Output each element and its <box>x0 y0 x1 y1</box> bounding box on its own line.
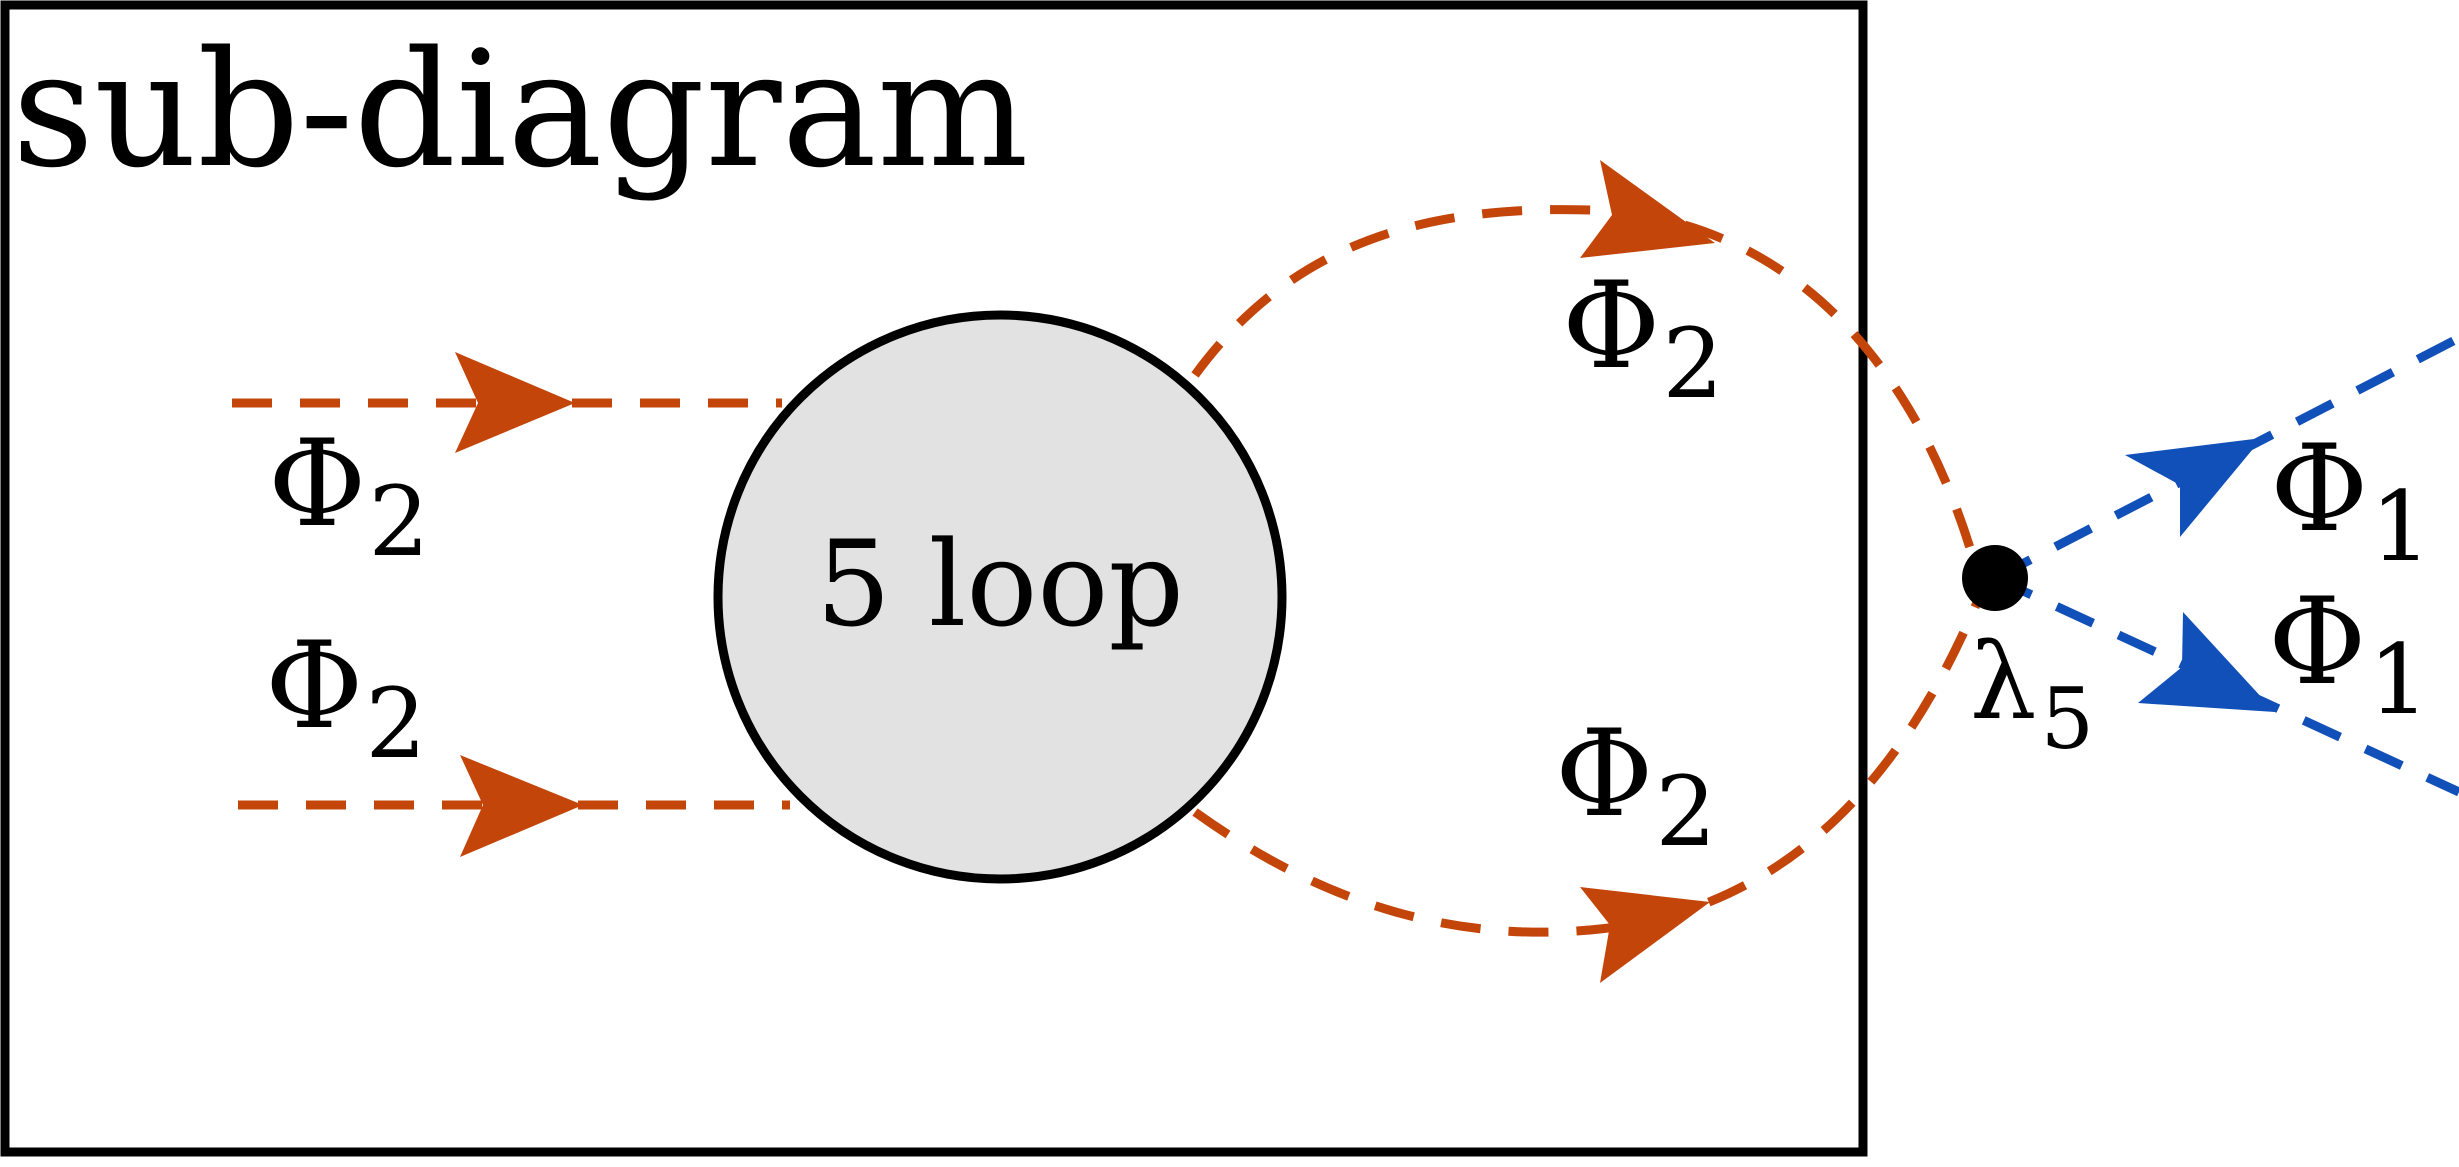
sub-diagram-title: sub-diagram <box>12 16 1029 203</box>
phi2-label-incoming-top: Φ2 <box>268 415 429 578</box>
outgoing-phi1-arrow-lower <box>2138 612 2275 712</box>
incoming-phi2-arrow-top <box>455 352 575 453</box>
phi2-label-loop-upper: Φ2 <box>1562 257 1723 420</box>
loop-phi2-arrow-lower <box>1580 887 1710 983</box>
loop-phi2-arrow-upper <box>1580 160 1715 258</box>
incoming-phi2-arrow-bottom <box>460 755 583 857</box>
outgoing-phi1-arrow-upper <box>2125 438 2262 537</box>
loop-phi2-line-lower <box>1192 598 1983 937</box>
loop-phi2-line-upper <box>1191 205 1983 577</box>
five-loop-blob <box>713 310 1287 884</box>
outgoing-phi1-line-lower <box>1993 573 2459 797</box>
outgoing-phi1-line-upper <box>1992 334 2459 582</box>
phi2-label-loop-lower: Φ2 <box>1555 705 1716 868</box>
phi1-label-lower: Φ1 <box>2268 573 2429 736</box>
lambda5-vertex-dot <box>1962 545 2028 611</box>
phi1-label-upper: Φ1 <box>2270 420 2431 583</box>
lambda5-label: λ5 <box>1970 621 2094 768</box>
phi2-label-incoming-bottom: Φ2 <box>265 617 426 780</box>
sub-diagram-box <box>0 0 1868 1157</box>
five-loop-label: 5 loop <box>816 515 1184 653</box>
